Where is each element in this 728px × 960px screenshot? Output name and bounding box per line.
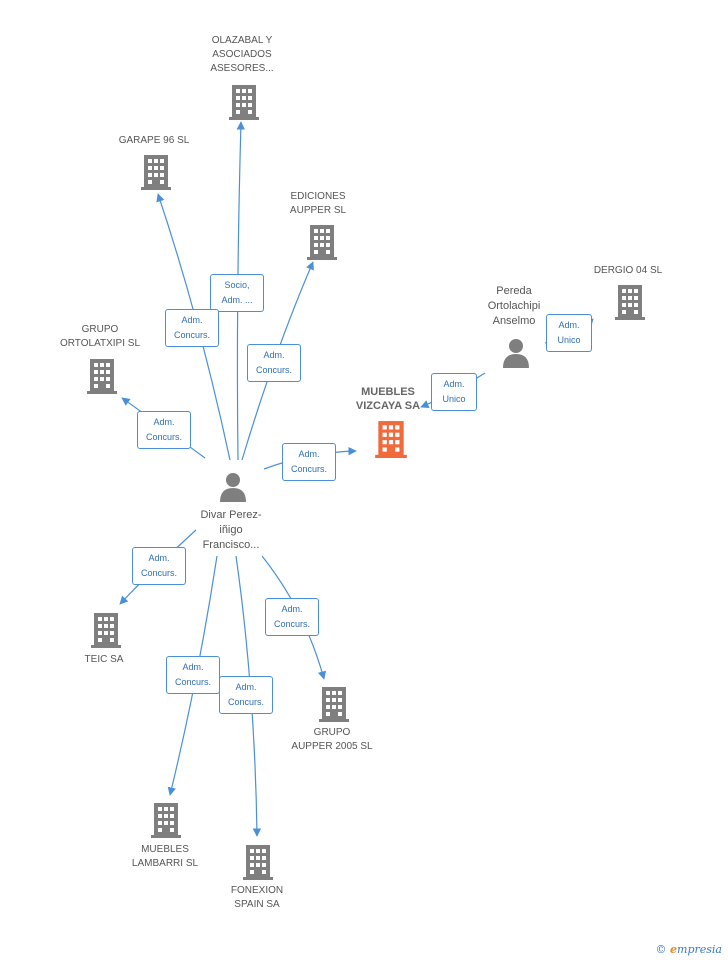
node-label-divar: Divar Perez- iñigo Francisco... [200, 509, 262, 551]
node-label-grupo-aupper: GRUPO AUPPER 2005 SL [291, 727, 373, 752]
edge-label-grupo-aupper[interactable]: Adm. Concurs. [265, 598, 319, 636]
copyright-symbol: © [655, 943, 667, 956]
building-icon[interactable] [86, 358, 118, 394]
brand-name: mpresia [677, 943, 722, 956]
edge-label-garape[interactable]: Adm. Concurs. [165, 309, 219, 347]
edge-label-ediciones[interactable]: Adm. Concurs. [247, 344, 301, 382]
edge-label-pereda-vizcaya[interactable]: Adm. Unico [431, 373, 477, 411]
edge-label-dergio[interactable]: Adm. Unico [546, 314, 592, 352]
edge-label-grupo-ortolaxtipi[interactable]: Adm. Concurs. [137, 411, 191, 449]
person-icon[interactable] [217, 472, 249, 502]
node-label-teic: TEIC SA [84, 654, 124, 665]
brand-initial: e [670, 943, 678, 956]
edge-label-fonexion[interactable]: Adm. Concurs. [219, 676, 273, 714]
node-label-ediciones: EDICIONES AUPPER SL [289, 191, 347, 216]
credit-logo[interactable]: © empresia [656, 943, 722, 956]
node-label-pereda: Pereda Ortolachipi Anselmo [487, 285, 541, 327]
building-icon[interactable] [306, 224, 338, 260]
building-icon[interactable] [318, 686, 350, 722]
building-icon[interactable] [242, 844, 274, 880]
node-label-olazabal: OLAZABAL Y ASOCIADOS ASESORES... [210, 35, 274, 74]
building-icon[interactable] [228, 84, 260, 120]
edge-label-olazabal[interactable]: Socio, Adm. ... [210, 274, 264, 312]
node-label-muebles-vizcaya: MUEBLES VIZCAYA SA [355, 386, 421, 412]
building-icon[interactable] [614, 284, 646, 320]
building-icon[interactable] [150, 802, 182, 838]
edge-label-lambarri[interactable]: Adm. Concurs. [166, 656, 220, 694]
edge-label-teic[interactable]: Adm. Concurs. [132, 547, 186, 585]
person-icon[interactable] [500, 338, 532, 368]
building-icon[interactable] [140, 154, 172, 190]
node-label-garape: GARAPE 96 SL [118, 135, 190, 146]
building-icon[interactable] [374, 420, 408, 458]
edge-label-muebles-vizcaya[interactable]: Adm. Concurs. [282, 443, 336, 481]
node-label-muebles-lambarri: MUEBLES LAMBARRI SL [131, 844, 199, 869]
building-icon[interactable] [90, 612, 122, 648]
node-label-fonexion: FONEXION SPAIN SA [230, 885, 284, 910]
node-label-dergio: DERGIO 04 SL [593, 265, 663, 276]
node-label-grupo-ortolaxtipi: GRUPO ORTOLATXIPI SL [59, 324, 141, 349]
